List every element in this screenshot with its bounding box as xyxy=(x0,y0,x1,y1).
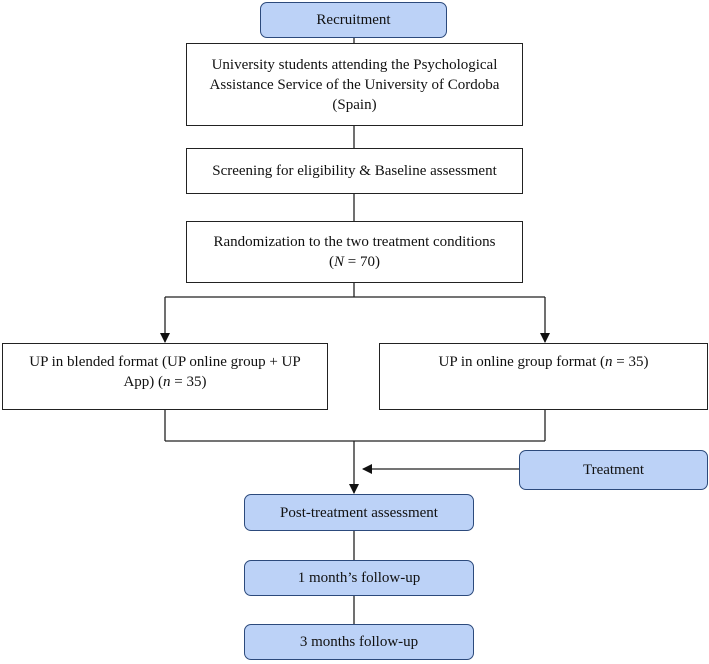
online-format-text: UP in online group format ( xyxy=(438,354,606,370)
followup-3-months-label: 3 months follow-up xyxy=(299,634,419,650)
online-n-value: = 35) xyxy=(612,354,649,370)
screening-box: Screening for eligibility & Baseline ass… xyxy=(186,148,523,194)
followup-3-months-box: 3 months follow-up xyxy=(244,624,474,660)
randomization-open: ( xyxy=(329,254,334,270)
blended-n-symbol: n xyxy=(163,374,171,390)
followup-1-month-box: 1 month’s follow-up xyxy=(244,560,474,596)
post-treatment-label: Post-treatment assessment xyxy=(280,504,438,521)
population-label: University students attending the Psycho… xyxy=(209,56,500,113)
followup-1-month-label: 1 month’s follow-up xyxy=(297,570,421,586)
population-box: University students attending the Psycho… xyxy=(186,43,523,126)
treatment-label: Treatment xyxy=(582,462,645,478)
randomization-n-value: = 70) xyxy=(344,254,380,270)
randomization-line2: (N = 70) xyxy=(329,252,380,272)
blended-format-text: UP in blended format (UP online group + … xyxy=(29,354,301,390)
treatment-box: Treatment xyxy=(519,450,708,490)
randomization-n-symbol: N xyxy=(334,254,345,270)
blended-format-box: UP in blended format (UP online group + … xyxy=(2,343,328,410)
randomization-box: Randomization to the two treatment condi… xyxy=(186,221,523,283)
blended-format-label: UP in blended format (UP online group + … xyxy=(29,352,301,392)
online-format-box: UP in online group format (n = 35) xyxy=(379,343,708,410)
online-n-symbol: n xyxy=(605,354,613,370)
blended-n-value: = 35) xyxy=(170,374,207,390)
recruitment-label: Recruitment xyxy=(316,12,391,28)
recruitment-box: Recruitment xyxy=(260,2,447,38)
post-treatment-box: Post-treatment assessment xyxy=(244,494,474,531)
randomization-line1: Randomization to the two treatment condi… xyxy=(213,234,496,250)
online-format-label: UP in online group format (n = 35) xyxy=(439,352,649,372)
screening-label: Screening for eligibility & Baseline ass… xyxy=(212,163,497,179)
